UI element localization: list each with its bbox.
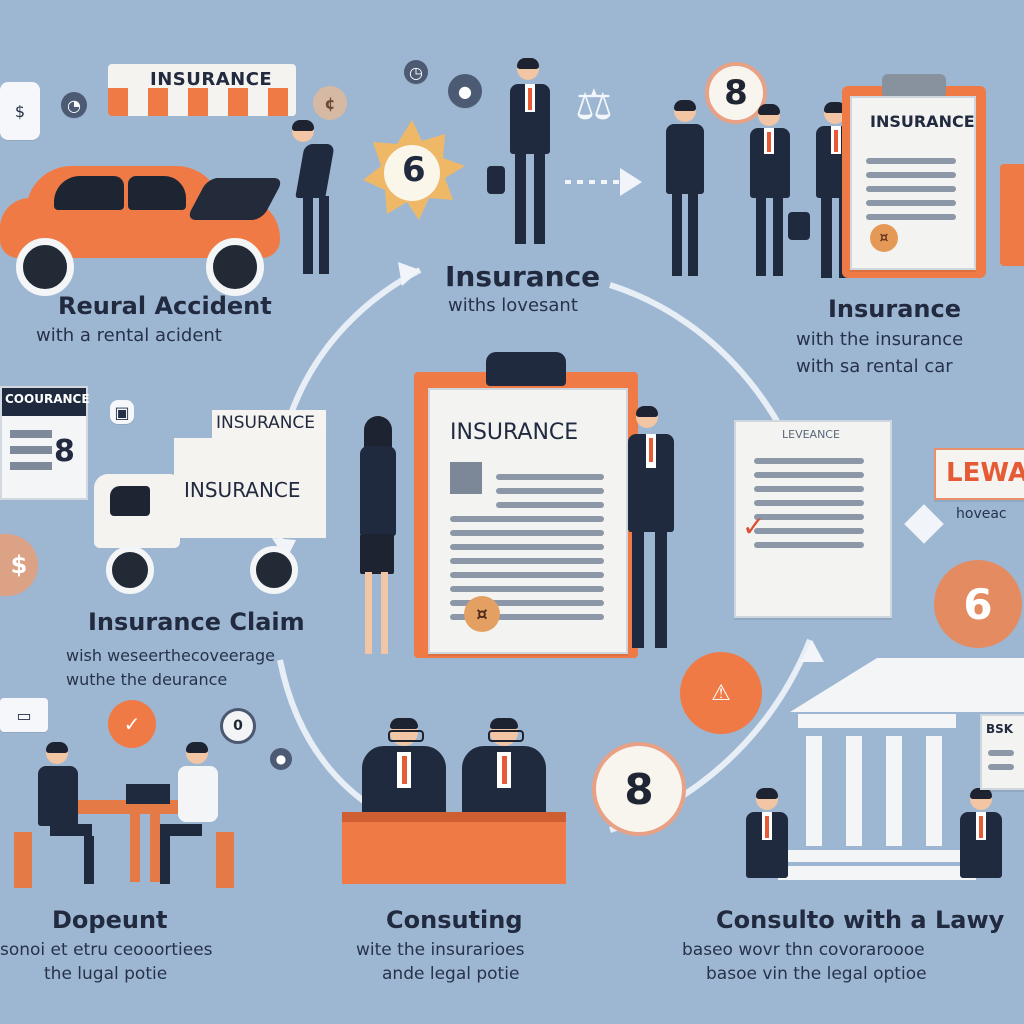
top-right-partial-doc [1000,164,1024,266]
coin-icon: ● [448,74,482,108]
meeting-person-right [160,742,242,888]
bottom-left-subtitle-line2: the lugal potie [44,964,168,984]
lawyer-left [736,788,798,888]
right-coin-number: 6 [963,579,993,629]
center-document-title: INSURANCE [450,420,579,445]
middle-left-subtitle-line1: wish weseerthecoveerage [66,646,276,665]
top-center-subtitle: withs lovesant [448,295,578,316]
bottom-center-subtitle-line1: wite the insurarioes [356,940,525,960]
businesswoman [350,416,408,662]
top-right-badge-number: 8 [724,73,748,113]
top-right-clipboard: INSURANCE ¤ [842,74,986,278]
meeting-table [40,784,240,888]
top-right-subtitle-line2: with sa rental car [796,356,953,377]
top-left-subtitle: with a rental acident [36,325,222,346]
bottom-center-subtitle-line2: ande legal potie [382,964,520,984]
truck-side-label: INSURANCE [184,478,301,502]
dollar-icon: $ [0,82,40,140]
scale-icon: ⚖ [575,79,613,129]
document-mini-icon: ▣ [110,400,134,424]
truck-tag-label: INSURANCE [216,413,316,433]
lewa-tag: LEWA [934,448,1024,500]
small-coin-icon: ● [270,748,292,770]
delivery-truck: INSURANCE [58,438,328,598]
courthouse-icon [778,658,1024,888]
orange-car [0,160,290,296]
top-left-title: Reural Accident [58,292,272,320]
small-badge-icon: 0 [220,708,256,744]
checklist-document: LEVEANCE ✓ [734,420,892,618]
insurance-banner: INSURANCE [108,64,296,116]
insurance-banner-label: INSURANCE [150,69,273,90]
warning-icon: ⚠ [680,652,762,734]
calendar-number: 8 [54,434,75,469]
calendar-card: COOURANCE 8 [0,386,90,500]
chat-icon: ▭ [0,698,48,732]
top-right-document-title: INSURANCE [870,112,975,131]
clock-icon: ◔ [61,92,87,118]
badge-number-top: 6 [402,150,426,190]
consultant-left [362,718,446,818]
bottom-center-title: Consuting [386,906,523,934]
mechanic [272,120,352,280]
bottom-right-subtitle-line2: basoe vin the legal optioe [706,964,927,984]
bsk-document: BSK [980,714,1024,790]
right-coin: 6 [934,560,1022,648]
lewa-note: hoveac [956,506,1007,522]
lewa-tag-label: LEWA [946,458,1024,488]
bottom-center-badge: 8 [592,742,686,836]
bottom-right-subtitle-line1: baseo wovr thn covoraroooe [682,940,925,960]
businessman-left-handshake [658,100,714,278]
meeting-person-left [14,742,106,888]
top-center-title: Insurance [445,260,601,293]
top-right-badge: 8 [705,62,767,124]
coin-top-left: ¢ [313,86,347,120]
consultant-right [462,718,546,818]
bottom-left-subtitle-line1: sonoi et etru ceooortiees [0,940,213,960]
truck-tag: INSURANCE [212,410,326,438]
businessman-center [602,406,682,656]
bottom-right-title: Consulto with a Lawy [716,906,1005,934]
bsk-label: BSK [986,722,1014,736]
top-right-subtitle-line1: with the insurance [796,329,964,350]
middle-left-title: Insurance Claim [88,608,305,636]
calendar-label: COOURANCE [5,392,90,406]
middle-left-subtitle-line2: wuthe the deurance [66,670,228,689]
top-right-title: Insurance [828,295,962,323]
sun-badge-icon [363,120,465,220]
businessman-top-center [487,58,565,248]
bottom-center-badge-number: 8 [624,764,654,814]
check-icon: ✓ [742,510,766,543]
consulting-desk [342,812,566,884]
center-clipboard: INSURANCE ¤ [414,352,638,658]
orange-chat-badge: ✓ [108,700,156,748]
lawyer-right [950,788,1012,888]
businessman-right-handshake [742,104,800,278]
checklist-heading: LEVEANCE [782,428,840,441]
bottom-left-title: Dopeunt [52,906,168,934]
stopwatch-icon: ◷ [404,60,428,84]
